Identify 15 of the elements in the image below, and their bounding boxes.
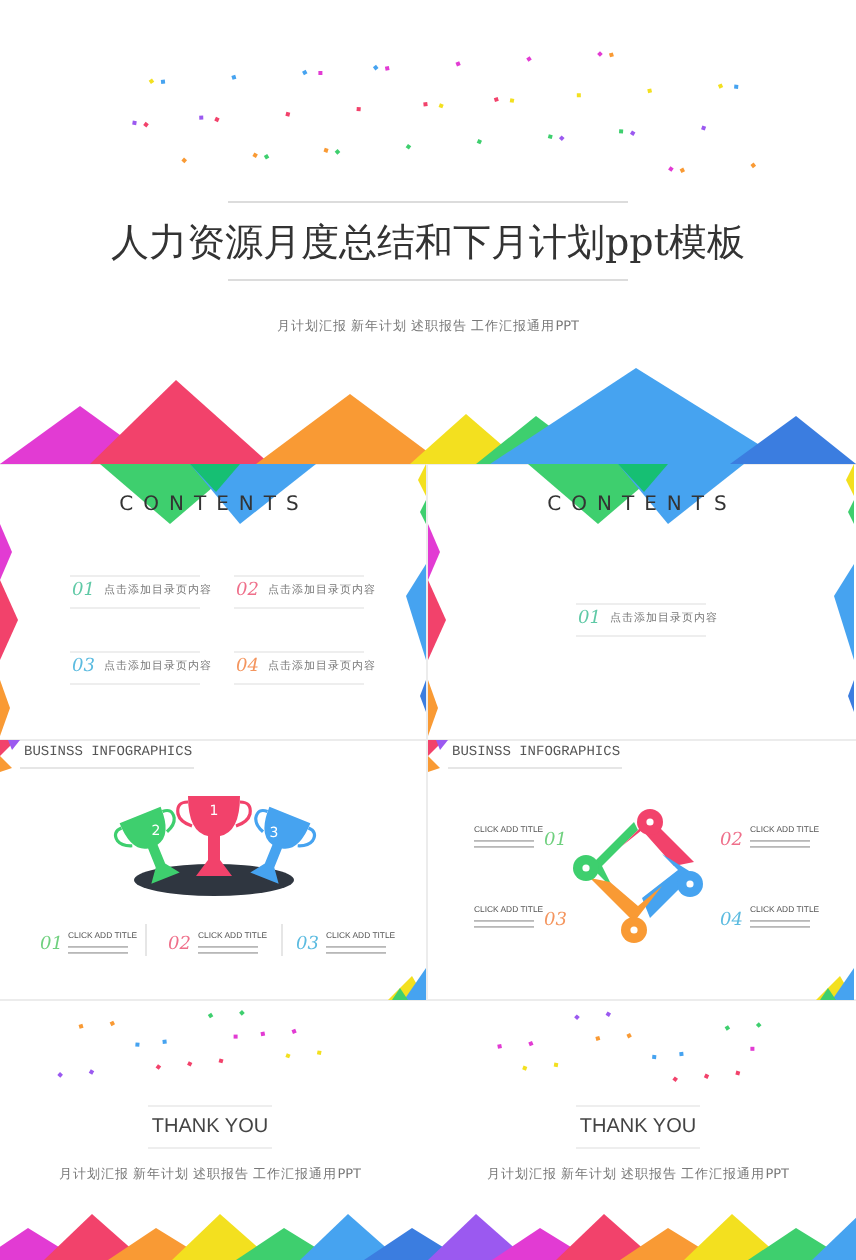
item-number: 01 (72, 583, 95, 601)
closing-heading: THANK YOU (579, 1118, 697, 1138)
item-number: 01 (40, 937, 63, 955)
item-number: 02 (236, 583, 259, 601)
item-number: 02 (168, 937, 191, 955)
item-number: 03 (544, 913, 567, 931)
item-number: 01 (578, 611, 601, 629)
item-number: 04 (236, 659, 259, 677)
item-number: 02 (720, 833, 743, 851)
item-number: 03 (72, 659, 95, 677)
title: 人力资源月度总结和下月计划ppt模板 (111, 225, 745, 263)
item-number: 01 (544, 833, 567, 851)
item-number: 04 (720, 913, 743, 931)
item-number: 03 (296, 937, 319, 955)
closing-heading: THANK YOU (151, 1118, 269, 1138)
